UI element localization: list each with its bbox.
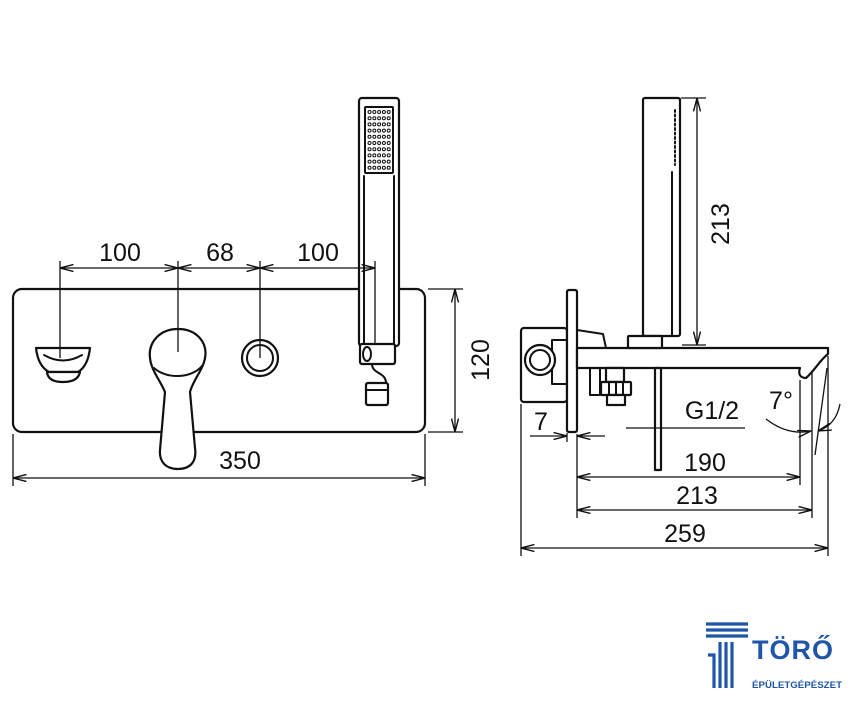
spout-hollow: [43, 354, 83, 362]
nozzle-dot: [386, 116, 391, 121]
nozzle-dot: [386, 165, 391, 170]
nozzle-dot: [367, 165, 372, 170]
nozzle-dot: [386, 153, 391, 158]
mixer-lever: [148, 327, 207, 471]
angle-reference-line: [814, 367, 828, 456]
nozzle-dot: [372, 134, 377, 139]
nozzle-dot: [372, 141, 377, 145]
brand-logo: TÖRŐ ÉPÜLETGÉPÉSZET: [706, 622, 842, 691]
lever-body: [148, 327, 207, 471]
dim-text-spacing-right: 100: [297, 239, 339, 267]
nozzle-dot: [372, 128, 377, 133]
nozzle-dot: [367, 159, 372, 164]
dim-text-wall-plate: 7: [534, 408, 548, 436]
nozzle-dot: [386, 141, 391, 145]
dim-text-spout-angle: 7°: [769, 387, 793, 415]
valve-stem-inner: [529, 349, 551, 371]
wall-plate-side: [565, 288, 579, 434]
nozzle-dot: [386, 134, 391, 139]
nozzle-dot: [367, 141, 372, 145]
nozzle-dot: [377, 147, 382, 152]
nozzle-dot: [386, 147, 391, 152]
nozzle-dot: [377, 159, 382, 164]
nozzle-dot: [377, 128, 382, 133]
nozzle-dot: [381, 134, 386, 139]
brand-name: TÖRŐ: [752, 634, 834, 665]
nozzle-dot: [386, 110, 391, 114]
nozzle-dot: [381, 165, 386, 170]
dim-text-width: 350: [219, 447, 261, 475]
nozzle-dot: [381, 110, 386, 114]
nozzle-dot: [367, 116, 372, 121]
bath-spout-front: [34, 346, 92, 384]
nozzle-dot: [377, 153, 382, 158]
hose-connector: [364, 381, 390, 407]
spout-side: [575, 346, 830, 380]
nozzle-dot: [377, 110, 382, 114]
nozzle-dot: [372, 147, 377, 152]
nozzle-dot: [381, 128, 386, 133]
nozzle-dot: [372, 159, 377, 164]
side-view: 213 7 G1/2 7° 190 213 259: [519, 96, 841, 556]
nozzle-dot: [372, 110, 377, 114]
shower-side-holder: [626, 334, 664, 350]
dim-text-depth-190: 190: [684, 449, 726, 477]
nozzle-dot: [372, 122, 377, 127]
dim-text-depth-213: 213: [676, 482, 718, 510]
angle-arc-right: [818, 403, 841, 431]
nozzle-dot: [367, 147, 372, 152]
nozzle-dot: [381, 159, 386, 164]
nozzle-dot: [386, 122, 391, 127]
logo-stripe: [708, 653, 716, 688]
nozzle-dot: [372, 116, 377, 121]
nozzle-dot: [377, 141, 382, 145]
lever-cap-edge: [153, 365, 203, 377]
dim-text-height: 120: [467, 339, 495, 381]
nozzle-dot: [381, 122, 386, 127]
spout-bracket: [589, 367, 601, 396]
angle-arc-left: [765, 418, 811, 432]
brand-logo-mark: [706, 622, 748, 688]
nozzle-dot: [367, 128, 372, 133]
dim-text-thread: G1/2: [685, 397, 739, 425]
nozzle-dot: [367, 122, 372, 127]
dim-text-spacing-left: 100: [99, 239, 141, 267]
nozzle-dot: [386, 159, 391, 164]
outlet-thread: [605, 393, 627, 407]
dim-text-shower-length: 213: [707, 203, 735, 245]
nozzle-dot: [377, 116, 382, 121]
nozzle-dot: [377, 134, 382, 139]
outlet-neck: [604, 366, 626, 384]
hose-outlet: [599, 366, 633, 407]
nozzle-dot: [377, 165, 382, 170]
nozzle-dot: [381, 141, 386, 145]
support-flange: [653, 366, 663, 472]
shower-face: [364, 106, 394, 174]
holder-pivot: [362, 346, 372, 362]
brand-tagline: ÉPÜLETGÉPÉSZET: [752, 680, 842, 691]
spout-lip: [45, 370, 82, 384]
hand-shower-front: [357, 96, 401, 407]
hand-shower-side: [626, 96, 682, 350]
nozzle-dot: [372, 165, 377, 170]
concealed-body: [519, 326, 569, 404]
spout-cover: [576, 329, 607, 349]
nozzle-dot: [381, 153, 386, 158]
nozzle-dot: [367, 110, 372, 114]
nozzle-dot: [381, 147, 386, 152]
wall-panel: [11, 287, 427, 434]
nozzle-dot: [372, 153, 377, 158]
dim-text-spacing-middle: 68: [206, 239, 234, 267]
hose-bend: [371, 363, 387, 384]
nozzle-dot: [377, 122, 382, 127]
nozzle-dot: [386, 128, 391, 133]
front-view: 100 68 100 120 350: [11, 96, 495, 486]
nozzle-dot: [367, 153, 372, 158]
spray-nozzles: [367, 110, 391, 170]
dim-text-depth-259: 259: [664, 520, 706, 548]
nozzle-dot: [367, 134, 372, 139]
nozzle-dot: [381, 116, 386, 121]
